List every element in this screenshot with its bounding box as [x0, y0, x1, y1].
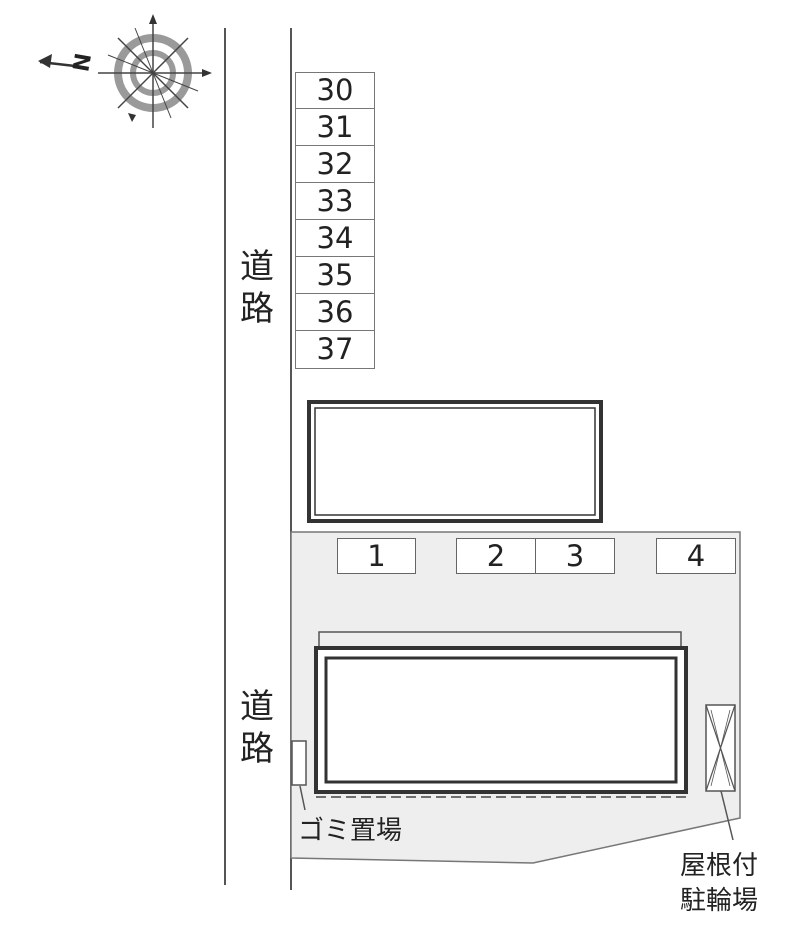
- parking-space-35: 35: [295, 257, 375, 294]
- parking-space-4: 4: [656, 538, 736, 574]
- lower-building: [314, 646, 688, 794]
- road-label-upper: 道路: [240, 247, 274, 329]
- parking-space-3: 3: [536, 538, 615, 574]
- parking-space-37: 37: [295, 331, 375, 369]
- parking-space-1: 1: [337, 538, 416, 574]
- parking-space-34: 34: [295, 220, 375, 257]
- parking-space-2: 2: [456, 538, 536, 574]
- parking-space-36: 36: [295, 294, 375, 331]
- bicycle-label-line2: 駐輪場: [680, 886, 759, 916]
- compass-rose-icon: [38, 14, 212, 128]
- garbage-area-label: ゴミ置場: [298, 816, 403, 846]
- parking-space-31: 31: [295, 109, 375, 146]
- parking-space-33: 33: [295, 183, 375, 220]
- parking-space-32: 32: [295, 146, 375, 183]
- parking-space-30: 30: [295, 72, 375, 109]
- road-label-lower: 道路: [240, 687, 274, 769]
- bicycle-label-line1: 屋根付: [680, 851, 759, 881]
- upper-building: [307, 400, 603, 523]
- garbage-area: [291, 740, 307, 786]
